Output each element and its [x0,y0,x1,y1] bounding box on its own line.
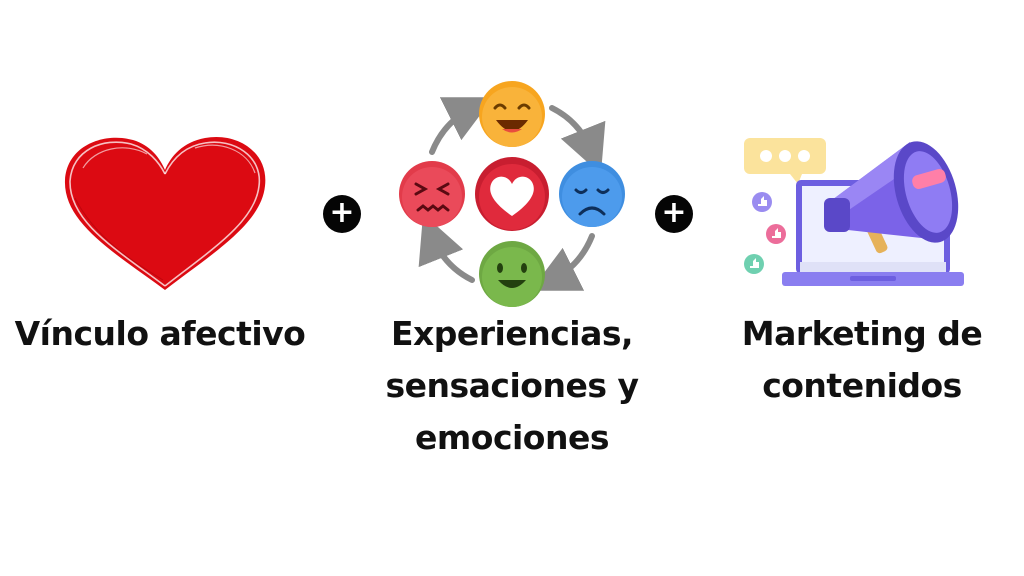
chat-bubble-icon [744,138,826,184]
heart-icon [64,136,266,290]
label-experiencias: Experiencias, sensaciones y emociones [342,308,682,464]
label-line: emociones [415,418,610,457]
label-line: contenidos [762,366,962,405]
label-line: Marketing de [741,314,983,353]
like-icon [744,192,786,274]
plus-operator: + [323,195,361,233]
megaphone-laptop-icon [744,138,964,286]
label-line: Vínculo afectivo [14,314,306,353]
cycle-arrows [418,97,606,291]
emotions-cycle-icon [399,81,625,307]
sad-face-icon [559,161,625,227]
angry-face-icon [399,161,465,227]
heart-emoji-icon [475,157,549,231]
label-line: Experiencias, [390,314,634,353]
smiling-face-icon [479,241,545,307]
plus-operator: + [655,195,693,233]
megaphone-icon [824,141,959,254]
label-line: sensaciones y [385,366,640,405]
label-marketing-de-contenidos: Marketing de contenidos [706,308,1018,412]
label-vinculo-afectivo: Vínculo afectivo [0,308,320,360]
happy-face-icon [479,81,545,147]
